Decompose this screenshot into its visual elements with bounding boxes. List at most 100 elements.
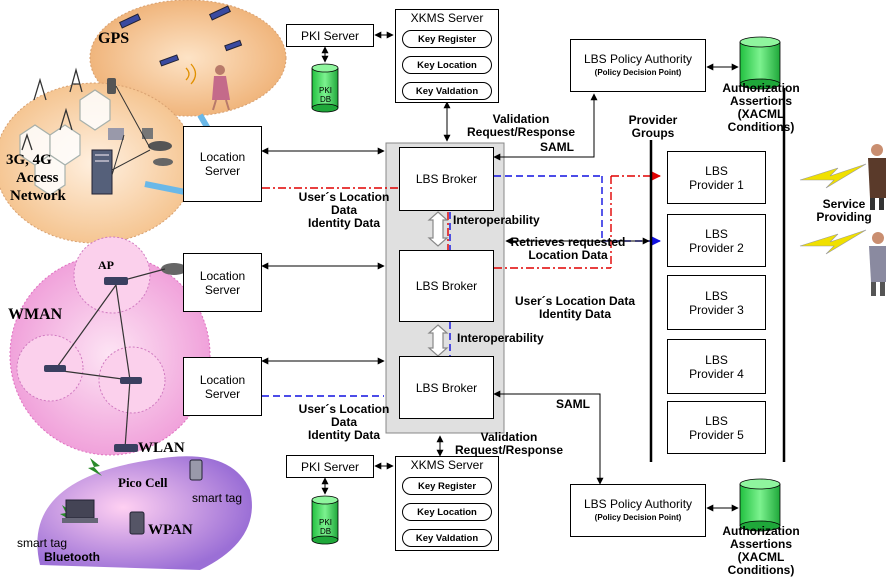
policy-authority-bottom-subtitle: (Policy Decision Point) [594, 512, 682, 522]
authorization-bottom-line2: Assertions [729, 537, 793, 551]
access-network-label-3: Network [10, 188, 66, 204]
lbs-provider-5-line1: LBS [705, 413, 728, 428]
saml-label-top: SAML [540, 140, 574, 154]
user-location-2-line1: User´s Location Data [514, 294, 636, 308]
wpan-label: WPAN [148, 522, 193, 538]
provider-groups-line1: Provider [628, 113, 678, 127]
pki-db-bottom-line2: DB [319, 527, 332, 536]
lbs-broker-3[interactable]: LBS Broker [399, 356, 494, 419]
xkms-bottom-key-validation[interactable]: Key Valdation [402, 529, 492, 547]
user-location-3-line2: Identity Data [307, 428, 380, 442]
interoperability-label-1: Interoperability [453, 213, 540, 227]
service-providing-label: Service Providing [806, 198, 882, 224]
authorization-bottom-line4: Conditions) [727, 563, 795, 577]
user-location-1-line1: User´s Location Data [298, 190, 390, 217]
server-icon [91, 149, 113, 195]
saml-label-bottom: SAML [556, 397, 590, 411]
authorization-top-label: Authorization Assertions (XACML Conditio… [716, 82, 806, 134]
user-location-2-line2: Identity Data [538, 307, 611, 321]
xkms-bottom-title: XKMS Server [410, 458, 484, 472]
authorization-cylinder-top [739, 36, 781, 90]
wlan-label: WLAN [138, 440, 185, 456]
lbs-provider-2-line2: Provider 2 [689, 240, 744, 255]
lbs-provider-3-line2: Provider 3 [689, 302, 744, 317]
provider-groups-line2: Groups [631, 126, 675, 140]
validation-bottom-line2: Request/Response [454, 443, 564, 457]
pki-db-top-line1: PKI [319, 86, 332, 95]
authorization-bottom-label: Authorization Assertions (XACML Conditio… [716, 525, 806, 577]
lbs-provider-4-line1: LBS [705, 352, 728, 367]
retrieves-label: Retrieves requested Location Data [504, 236, 632, 262]
location-server-3-line2: Server [204, 386, 241, 401]
lbs-broker-1[interactable]: LBS Broker [399, 147, 494, 211]
smart-tag-label-2: smart tag [17, 536, 68, 550]
gps-label: GPS [98, 30, 130, 47]
user-location-label-3: User´s Location Data Identity Data [284, 403, 404, 442]
user-location-label-2: User´s Location Data Identity Data [513, 295, 637, 321]
lbs-broker-2[interactable]: LBS Broker [399, 250, 494, 322]
authorization-top-line3: (XACML [737, 107, 785, 121]
interop-arrow-1 [427, 211, 449, 247]
service-providing-line1: Service [822, 197, 866, 211]
lbs-provider-1-line2: Provider 1 [689, 177, 744, 192]
user-icon [868, 144, 886, 210]
location-server-2-line1: Location [199, 268, 246, 283]
validation-top-line1: Validation [492, 112, 550, 126]
user-location-1-line2: Identity Data [307, 216, 380, 230]
authorization-top-line4: Conditions) [727, 120, 795, 134]
authorization-cylinder-bottom [739, 478, 781, 532]
policy-authority-top-title: LBS Policy Authority [583, 51, 693, 66]
validation-bottom-line1: Validation [480, 430, 538, 444]
access-network-label-2: Access [16, 170, 59, 186]
retrieves-line1: Retrieves requested [510, 235, 626, 249]
authorization-top-line1: Authorization [722, 81, 800, 95]
lbs-provider-3-line1: LBS [705, 288, 728, 303]
user-location-3-line1: User´s Location Data [298, 402, 390, 429]
xkms-bottom-key-location[interactable]: Key Location [402, 503, 492, 521]
lbs-provider-3[interactable]: LBS Provider 3 [667, 275, 766, 330]
lbs-provider-5[interactable]: LBS Provider 5 [667, 401, 766, 454]
location-server-1[interactable]: Location Server [183, 126, 262, 202]
lbs-provider-2[interactable]: LBS Provider 2 [667, 214, 766, 267]
pki-db-top-line2: DB [319, 95, 332, 104]
provider-groups-title: Provider Groups [610, 114, 696, 140]
access-network-label-1: 3G, 4G [6, 152, 52, 168]
pki-db-cylinder-bottom [311, 495, 339, 545]
pki-server-bottom[interactable]: PKI Server [286, 455, 374, 478]
wman-label: WMAN [8, 306, 63, 323]
location-server-3-line1: Location [199, 372, 246, 387]
authorization-bottom-line1: Authorization [722, 524, 800, 538]
pico-cell-label: Pico Cell [118, 475, 168, 490]
validation-label-bottom: Validation Request/Response [450, 431, 568, 457]
xkms-top-title: XKMS Server [410, 11, 484, 25]
location-server-2-line2: Server [204, 282, 241, 297]
interoperability-label-2: Interoperability [457, 331, 544, 345]
retrieves-line2: Location Data [528, 248, 608, 262]
lbs-provider-4[interactable]: LBS Provider 4 [667, 339, 766, 394]
xkms-top-key-validation[interactable]: Key Valdation [402, 82, 492, 100]
authorization-bottom-line3: (XACML [737, 550, 785, 564]
policy-authority-bottom[interactable]: LBS Policy Authority (Policy Decision Po… [570, 484, 706, 537]
location-server-1-line1: Location [199, 150, 246, 164]
smart-tag-label-1: smart tag [192, 491, 243, 505]
lbs-provider-1[interactable]: LBS Provider 1 [667, 151, 766, 204]
bluetooth-label: Bluetooth [44, 550, 100, 564]
location-server-3[interactable]: Location Server [183, 357, 262, 416]
pki-db-top-label: PKI DB [313, 86, 338, 104]
pki-server-top[interactable]: PKI Server [286, 24, 374, 47]
validation-top-line2: Request/Response [466, 125, 576, 139]
xkms-server-top[interactable]: XKMS Server Key Register Key Location Ke… [395, 9, 499, 103]
xkms-top-key-register[interactable]: Key Register [402, 30, 492, 48]
location-server-2[interactable]: Location Server [183, 253, 262, 312]
ap-router-icon [104, 277, 128, 285]
xkms-bottom-key-register[interactable]: Key Register [402, 477, 492, 495]
xkms-server-bottom[interactable]: XKMS Server Key Register Key Location Ke… [395, 456, 499, 551]
xkms-top-key-location[interactable]: Key Location [402, 56, 492, 74]
policy-authority-top[interactable]: LBS Policy Authority (Policy Decision Po… [570, 39, 706, 92]
wman-cloud [9, 254, 211, 456]
pki-db-cylinder-top [311, 63, 339, 113]
user-icon-2 [869, 232, 886, 296]
lbs-provider-4-line2: Provider 4 [689, 366, 744, 381]
validation-label-top: Validation Request/Response [462, 113, 580, 139]
policy-authority-bottom-title: LBS Policy Authority [583, 496, 693, 511]
